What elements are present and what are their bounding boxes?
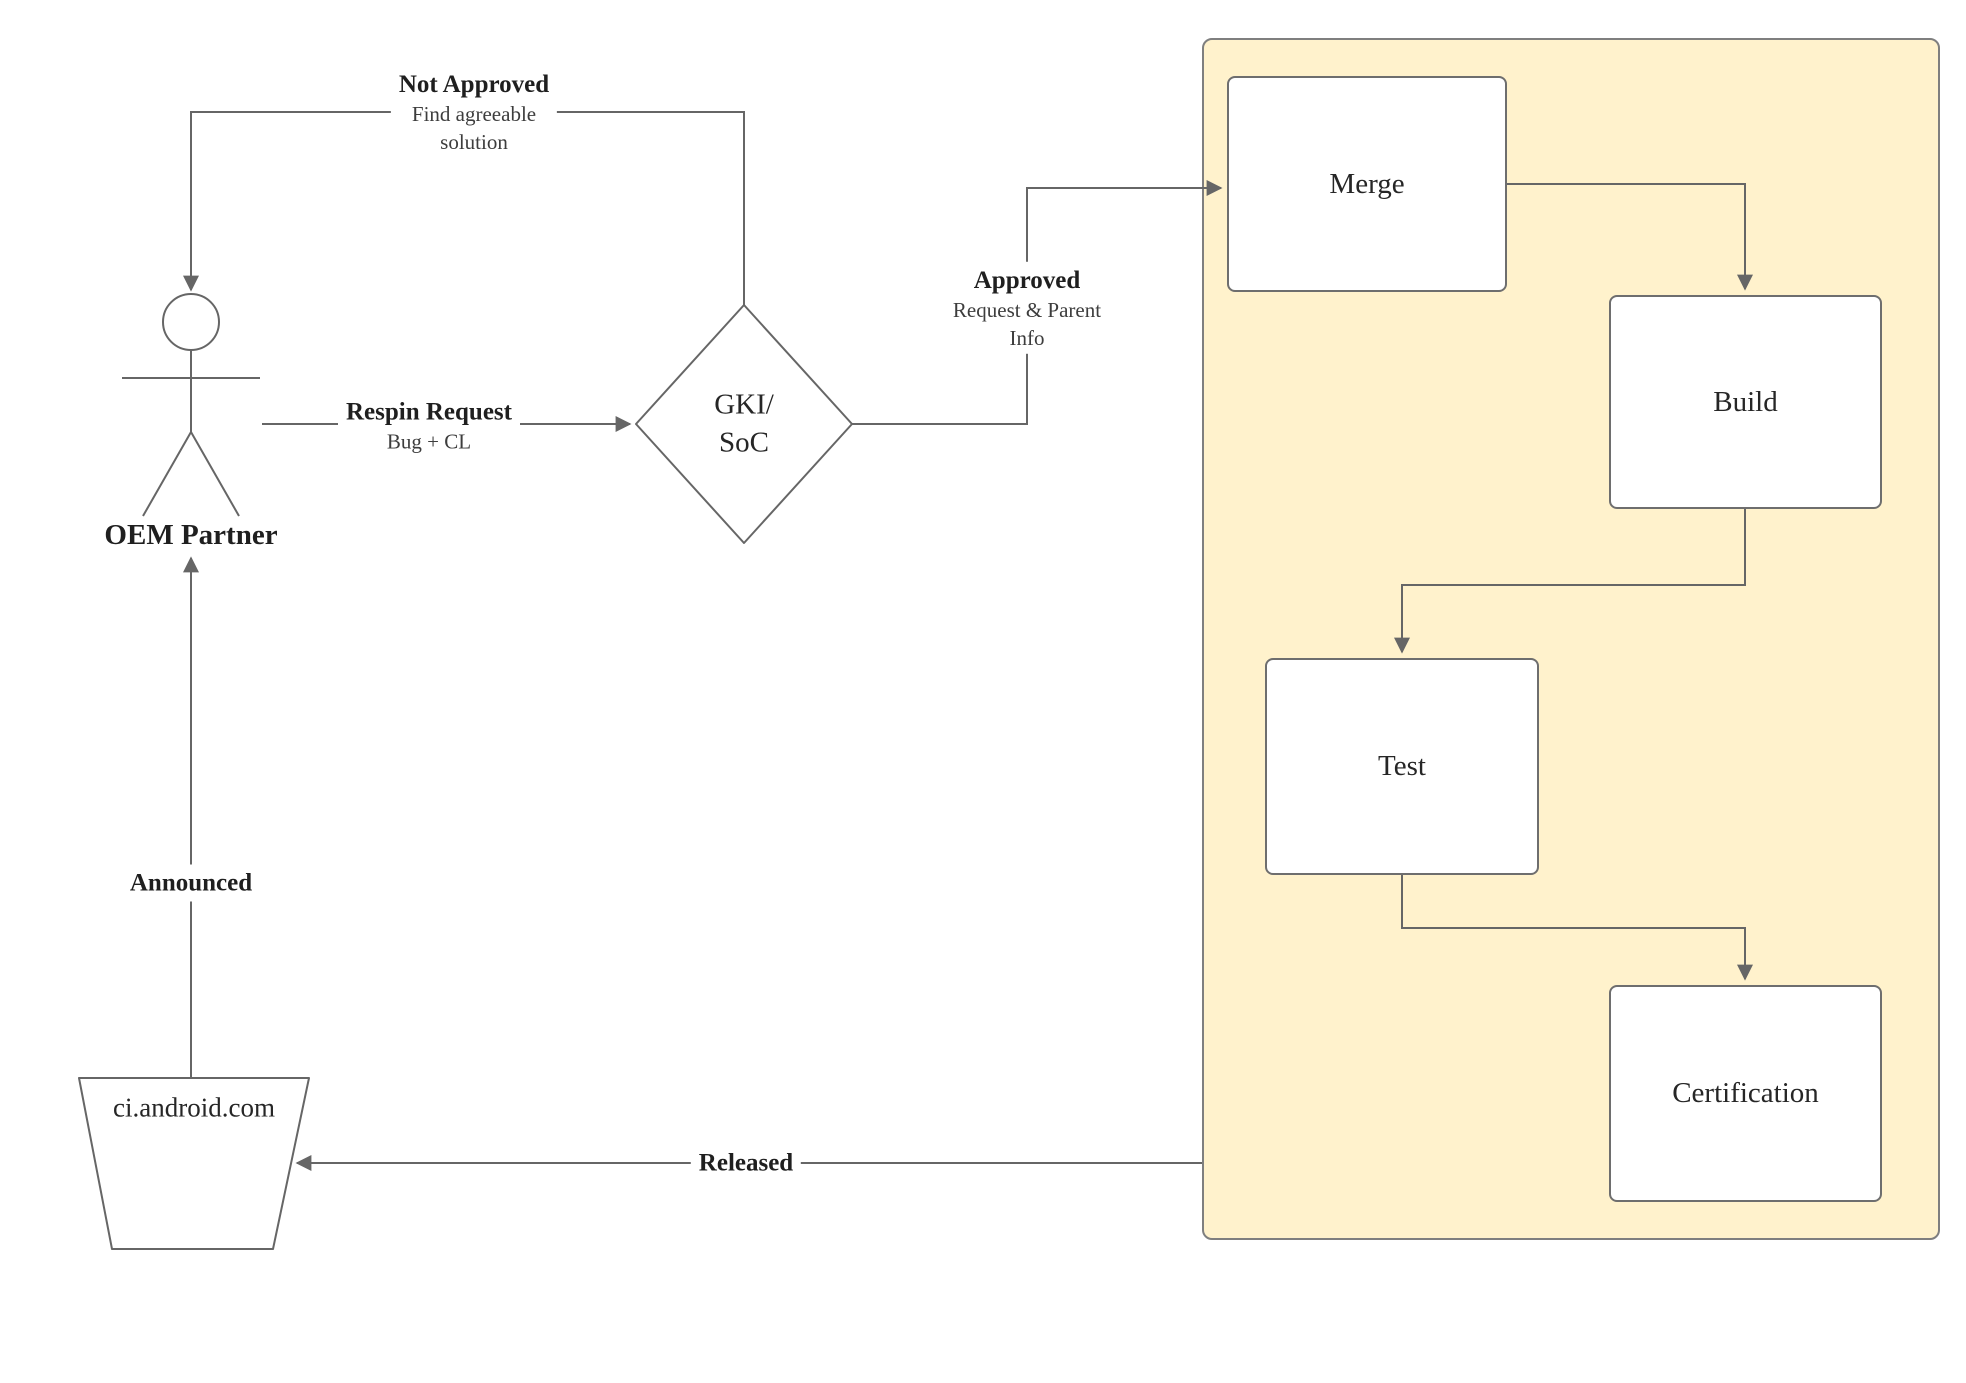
node-build-label: Build	[1713, 385, 1778, 418]
edge-label-not-approved: Not Approved Find agreeable solution	[390, 65, 558, 159]
edge-merge-to-build	[1507, 183, 1753, 291]
ci-android-trapezoid	[78, 1077, 310, 1250]
node-build: Build	[1609, 295, 1882, 509]
node-test-label: Test	[1378, 750, 1426, 782]
edge-title-approved: Approved	[973, 266, 1081, 294]
edge-title-announced: Announced	[129, 869, 253, 897]
node-merge-label: Merge	[1329, 167, 1405, 200]
edge-label-released: Released	[690, 1144, 802, 1182]
gki-soc-diamond	[635, 304, 853, 544]
edge-title-released: Released	[698, 1149, 794, 1177]
node-certification-label: Certification	[1672, 1077, 1819, 1109]
actor-head	[162, 293, 220, 351]
node-test: Test	[1265, 658, 1539, 875]
edge-build-to-test	[1394, 509, 1746, 654]
edge-test-to-certification	[1401, 875, 1753, 981]
ci-android-label: ci.android.com	[113, 1092, 275, 1123]
edge-label-approved: Approved Request & Parent Info	[944, 261, 1110, 355]
node-certification: Certification	[1609, 985, 1882, 1202]
edge-subtitle-approved: Request & Parent Info	[952, 297, 1102, 350]
edge-title-respin-request: Respin Request	[346, 398, 512, 426]
edge-title-not-approved: Not Approved	[398, 70, 550, 98]
gki-soc-label: GKI/ SoC	[714, 388, 774, 458]
actor-right-leg	[190, 431, 240, 517]
edge-label-respin-request: Respin Request Bug + CL	[338, 393, 520, 459]
oem-partner-label: OEM Partner	[104, 519, 278, 552]
edge-label-announced: Announced	[121, 864, 261, 902]
edge-subtitle-not-approved: Find agreeable solution	[411, 101, 537, 154]
edge-subtitle-respin-request: Bug + CL	[386, 429, 472, 454]
actor-left-leg	[142, 431, 192, 517]
oem-partner-figure	[122, 293, 260, 517]
node-merge: Merge	[1227, 76, 1507, 292]
